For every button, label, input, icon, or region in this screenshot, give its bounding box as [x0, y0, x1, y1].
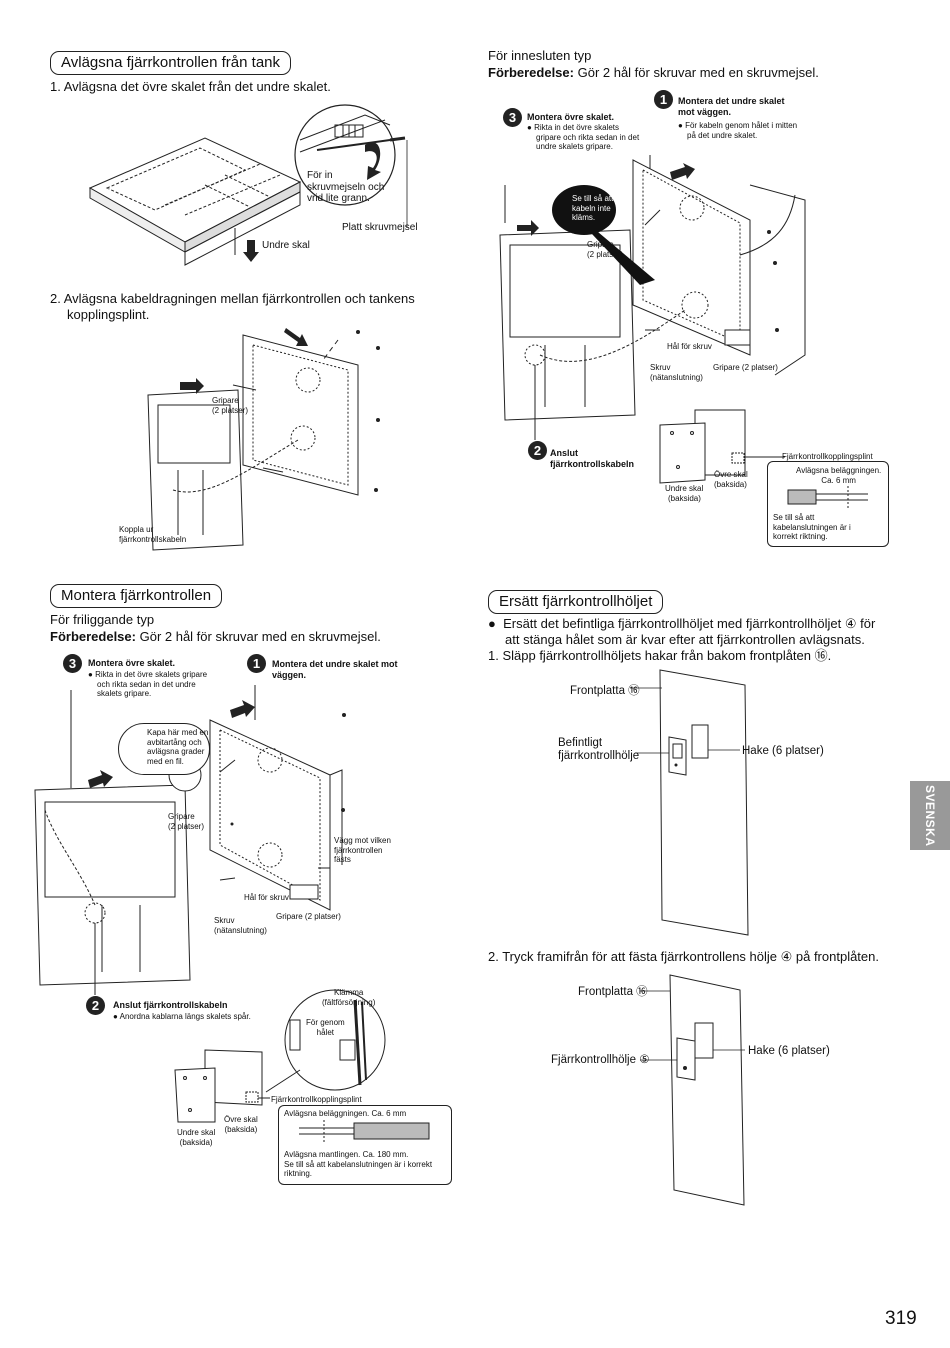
- caution-bubble: [552, 185, 616, 235]
- wiring-detail-box-b: Avlägsna beläggningen. Ca. 6 mm Avlägsna…: [278, 1105, 452, 1185]
- upper-shell-back-b: Övre skal(baksida): [224, 1115, 258, 1134]
- cable-sketch-b: [299, 1120, 430, 1142]
- terminal-label-b: Fjärrkontrollkopplingsplint: [271, 1095, 362, 1104]
- replace-step-1: 1. Släpp fjärrkontrollhöljets hakar från…: [488, 648, 832, 663]
- screw-label-b: Skruv(nätanslutning): [214, 916, 267, 935]
- gripare2-label-right: Gripare (2 platser): [713, 363, 778, 372]
- step3-title: Montera övre skalet.: [527, 112, 615, 122]
- front-plate-figure-2: [640, 974, 745, 1206]
- terminal-label-right: Fjärrkontrollkopplingsplint: [782, 452, 873, 461]
- clamp-label: Klämma(fältförsörjning): [322, 988, 376, 1007]
- front-plate-figure-1: [630, 669, 749, 936]
- enclosed-type-intro: För innesluten typ: [488, 48, 592, 63]
- step-number-2-b: 2: [86, 996, 105, 1015]
- lower-shell-back-right: Undre skal(baksida): [665, 484, 704, 503]
- hook-label-1: Hake (6 platser): [742, 745, 824, 757]
- step3-text: ● Rikta in det övre skalets gripare och …: [527, 123, 640, 151]
- remove-coating-label: Avlägsna beläggningen.Ca. 6 mm: [796, 466, 882, 485]
- step-number-1-b: 1: [247, 654, 266, 673]
- replace-bullet: ● Ersätt det befintliga fjärrkontrollhöl…: [488, 616, 876, 647]
- lower-shell-label: Undre skal: [262, 240, 310, 251]
- disconnect-figure: [147, 328, 380, 551]
- remove-shell-figure: [88, 104, 408, 266]
- step-number-2: 2: [528, 441, 547, 460]
- language-tab: SVENSKA: [910, 781, 950, 850]
- preparation-text-2: Förberedelse: Gör 2 hål för skruvar med …: [50, 629, 381, 644]
- section-title-replace: Ersätt fjärrkontrollhöljet: [488, 590, 664, 614]
- freestanding-terminal-figure: [174, 989, 386, 1123]
- freestanding-intro: För friliggande typ: [50, 612, 155, 627]
- preparation-text: Förberedelse: Gör 2 hål för skruvar med …: [488, 65, 819, 80]
- step3-text-b: ● Rikta in det övre skalets gripare och …: [88, 670, 208, 698]
- screw-label-right: Skruv(nätanslutning): [650, 363, 703, 382]
- lower-shell-back-b: Undre skal(baksida): [177, 1128, 216, 1147]
- step-number-3: 3: [503, 108, 522, 127]
- step3-title-b: Montera övre skalet.: [88, 658, 176, 668]
- enclosed-mount-figure: [499, 155, 806, 440]
- remove-jacket-label: Avlägsna mantlingen. Ca. 180 mm.Se till …: [284, 1150, 433, 1178]
- cut-note-bubble: [118, 723, 210, 775]
- step1-text: ● För kabeln genom hålet i mitten på det…: [678, 121, 798, 140]
- gripare2-label-b: Gripare (2 platser): [276, 912, 341, 921]
- gripare-label: Gripare(2 platser): [212, 396, 249, 415]
- upper-shell-back-right: Övre skal(baksida): [714, 470, 748, 489]
- cable-sketch: [787, 486, 868, 508]
- replace-step-2: 2. Tryck framifrån för att fästa fjärrko…: [488, 949, 879, 964]
- step-number-1: 1: [654, 90, 673, 109]
- screw-hole-label-b: Hål för skruv: [244, 893, 289, 902]
- remove-coating-label-b: Avlägsna beläggningen. Ca. 6 mm: [284, 1109, 407, 1118]
- step-1-text: 1. Avlägsna det övre skalet från det und…: [50, 79, 331, 94]
- step-number-3-b: 3: [63, 654, 82, 673]
- section-title-remove: Avlägsna fjärrkontrollen från tank: [50, 51, 292, 75]
- enclosed-terminal-figure: [659, 409, 785, 484]
- front-plate-label-1: Frontplatta ⑯: [570, 685, 640, 697]
- front-plate-label-2: Frontplatta ⑯: [578, 986, 648, 998]
- hook-label-2: Hake (6 platser): [748, 1045, 830, 1057]
- step-2-text: 2. Avlägsna kabeldragningen mellan fjärr…: [50, 291, 415, 322]
- step2-text-b: ● Anordna kablarna längs skalets spår.: [113, 1012, 251, 1021]
- cover-label-2: Fjärrkontrollhölje ⑤: [551, 1054, 650, 1066]
- page-number: 319: [885, 1308, 917, 1329]
- gripare-label-right: Gripare(2 platser): [587, 240, 624, 259]
- freestanding-mount-figure: [34, 685, 346, 995]
- wiring-detail-box: Avlägsna beläggningen.Ca. 6 mm Se till s…: [767, 461, 889, 547]
- section-title-mount: Montera fjärrkontrollen: [50, 584, 223, 608]
- screw-hole-label-right: Hål för skruv: [667, 342, 712, 351]
- screwdriver-label: Platt skruvmejsel: [342, 222, 418, 233]
- step2-title-b: Anslut fjärrkontrollskabeln: [113, 1000, 228, 1010]
- gripare-label-b: Gripare(2 platser): [168, 812, 205, 831]
